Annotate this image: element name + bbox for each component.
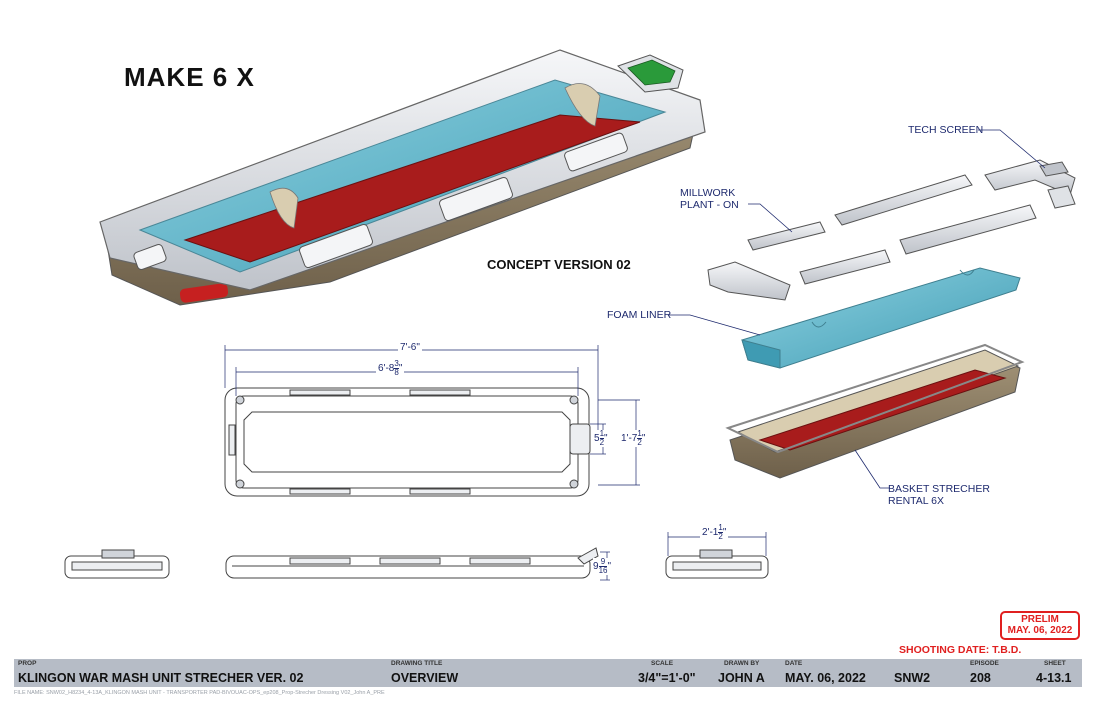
drawing-title-label: DRAWING TITLE xyxy=(391,660,443,667)
callout-basket-line1: BASKET STRECHER xyxy=(888,483,990,495)
frac-num: 9 xyxy=(600,557,606,566)
frac-num: 1 xyxy=(718,523,723,532)
prelim-stamp: PRELIM MAY. 06, 2022 xyxy=(1000,611,1080,640)
episode-value: 208 xyxy=(970,671,991,685)
prelim-line1: PRELIM xyxy=(1021,614,1059,625)
callout-millwork-line1: MILLWORK xyxy=(680,187,736,199)
prelim-line2: MAY. 06, 2022 xyxy=(1007,625,1073,636)
episode-label: EPISODE xyxy=(970,660,999,667)
callout-basket: BASKET STRECHER RENTAL 6X xyxy=(888,483,990,507)
dim-width-whole: 1'-7 xyxy=(621,433,638,445)
prop-name: KLINGON WAR MASH UNIT STRECHER VER. 02 xyxy=(18,671,304,685)
dim-end-width-whole: 2'-1 xyxy=(702,527,719,539)
drawing-title: OVERVIEW xyxy=(391,671,459,685)
frac-num: 1 xyxy=(637,429,642,438)
concept-version-label: CONCEPT VERSION 02 xyxy=(487,257,631,272)
exploded-parts xyxy=(707,159,1076,479)
date-value: MAY. 06, 2022 xyxy=(785,671,866,685)
prop-label: PROP xyxy=(18,660,37,667)
dim-inner-length-whole: 6'-8 xyxy=(378,363,395,375)
dim-handle-whole: 5 xyxy=(594,433,600,445)
file-name: FILE NAME: SNW02_H8234_4-13A_KLINGON MAS… xyxy=(14,690,385,696)
date-label: DATE xyxy=(785,660,803,667)
frac-den: 2 xyxy=(718,532,723,541)
callout-millwork: MILLWORK PLANT - ON xyxy=(680,187,739,211)
callout-millwork-line2: PLANT - ON xyxy=(680,199,739,211)
sheet-label: SHEET xyxy=(1044,660,1066,667)
drawn-by-value: JOHN A xyxy=(718,671,765,685)
frac-den: 8 xyxy=(394,368,399,377)
dim-overall-length: 7'-6" xyxy=(398,342,422,353)
frac-den: 16 xyxy=(598,566,608,575)
callout-basket-line2: RENTAL 6X xyxy=(888,495,945,507)
scale-value: 3/4"=1'-0" xyxy=(638,671,696,685)
frac-den: 2 xyxy=(637,438,642,447)
shooting-date: SHOOTING DATE: T.B.D. xyxy=(899,644,1022,656)
isometric-stretcher xyxy=(99,49,706,306)
drawn-by-label: DRAWN BY xyxy=(724,660,760,667)
callout-tech-screen: TECH SCREEN xyxy=(908,124,984,136)
sheet-value: 4-13.1 xyxy=(1036,671,1072,685)
scale-label: SCALE xyxy=(651,660,674,667)
make-quantity-label: MAKE 6 X xyxy=(124,62,255,92)
elevation-views xyxy=(64,547,769,579)
show-code: SNW2 xyxy=(894,671,931,685)
title-block: PROP KLINGON WAR MASH UNIT STRECHER VER.… xyxy=(14,659,1082,687)
plan-view xyxy=(224,387,591,497)
frac-num: 3 xyxy=(394,359,399,368)
frac-num: 1 xyxy=(599,429,605,438)
callout-foam-liner: FOAM LINER xyxy=(607,309,672,321)
frac-den: 2 xyxy=(599,438,605,447)
dim-height-whole: 9 xyxy=(593,561,599,573)
callout-leaders xyxy=(668,129,1046,489)
